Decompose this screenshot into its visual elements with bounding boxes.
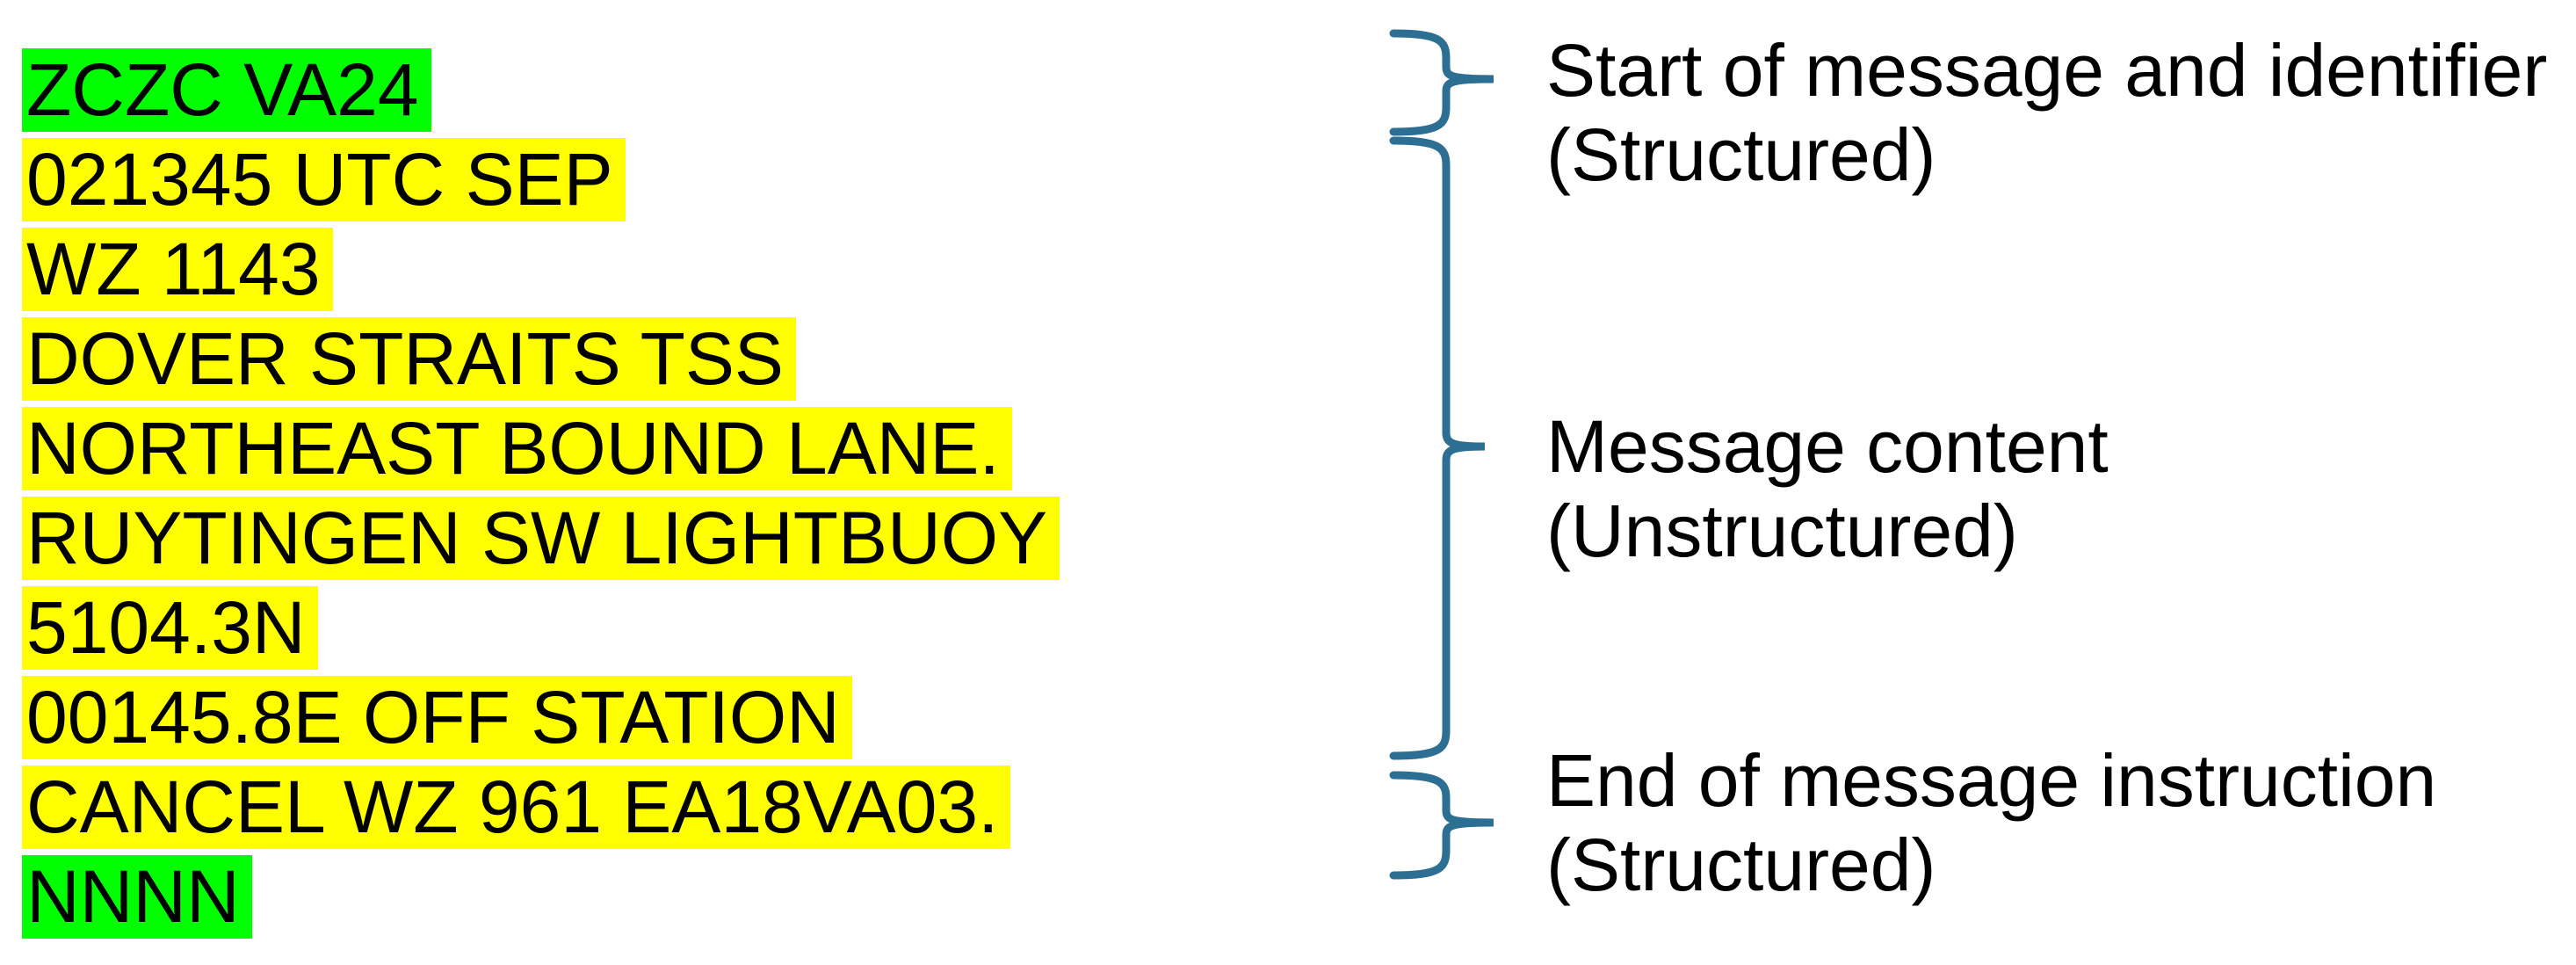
annotation-message-content: Message content (Unstructured) <box>1546 404 2109 573</box>
message-line: WZ 1143 <box>22 228 333 311</box>
message-line-row: CANCEL WZ 961 EA18VA03. <box>22 765 1060 849</box>
brace-content-section <box>1389 136 1486 760</box>
annotation-line2: (Unstructured) <box>1546 490 2018 572</box>
message-line-row: 00145.8E OFF STATION <box>22 676 1060 759</box>
annotation-line1: Start of message and identifier <box>1546 29 2548 112</box>
message-line: CANCEL WZ 961 EA18VA03. <box>22 765 1011 849</box>
annotation-line1: Message content <box>1546 405 2109 488</box>
message-line-row: NNNN <box>22 855 1060 939</box>
message-line-row: RUYTINGEN SW LIGHTBUOY <box>22 497 1060 580</box>
message-line: NNNN <box>22 855 252 939</box>
annotation-start-of-message: Start of message and identifier (Structu… <box>1546 28 2547 197</box>
message-line: 021345 UTC SEP <box>22 138 626 221</box>
message-line-row: 021345 UTC SEP <box>22 138 1060 221</box>
message-line-row: WZ 1143 <box>22 228 1060 311</box>
message-line-row: ZCZC VA24 <box>22 48 1060 132</box>
message-line: 00145.8E OFF STATION <box>22 676 852 759</box>
annotation-line1: End of message instruction <box>1546 739 2437 822</box>
brace-start-section <box>1389 29 1494 136</box>
annotation-line2: (Structured) <box>1546 824 1936 906</box>
message-line: RUYTINGEN SW LIGHTBUOY <box>22 497 1060 580</box>
message-line-row: NORTHEAST BOUND LANE. <box>22 407 1060 490</box>
brace-end-section <box>1389 771 1494 880</box>
message-line: DOVER STRAITS TSS <box>22 317 796 401</box>
message-line: 5104.3N <box>22 586 318 670</box>
annotation-line2: (Structured) <box>1546 113 1936 196</box>
navtex-message: ZCZC VA24 021345 UTC SEP WZ 1143 DOVER S… <box>22 48 1060 945</box>
annotation-end-of-message: End of message instruction (Structured) <box>1546 738 2436 907</box>
message-line-row: DOVER STRAITS TSS <box>22 317 1060 401</box>
message-line: ZCZC VA24 <box>22 48 431 132</box>
message-line-row: 5104.3N <box>22 586 1060 670</box>
message-line: NORTHEAST BOUND LANE. <box>22 407 1012 490</box>
